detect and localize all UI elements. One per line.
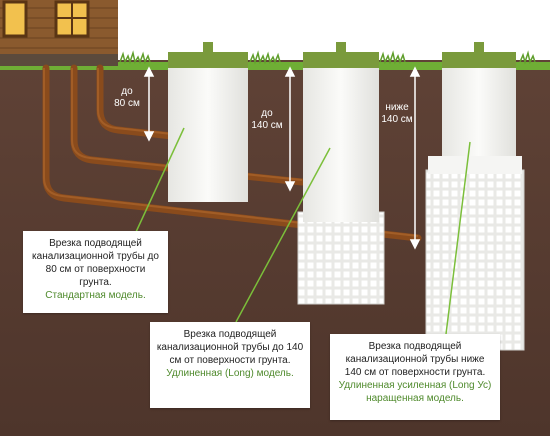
callout-text: Врезка подводящей канализационной трубы … [156, 329, 304, 366]
grass-blades [119, 50, 536, 65]
dimension-label-long: до 140 см [246, 108, 288, 132]
dimension-label-line2: 140 см [381, 114, 413, 125]
callout-leaders [135, 127, 471, 335]
house [0, 0, 118, 66]
tank-long [297, 42, 385, 305]
dimension-label-line1: ниже [385, 102, 409, 113]
dimension-label-line1: до [121, 86, 133, 97]
callout-long-model: Врезка подводящей канализационной трубы … [150, 322, 310, 408]
tank-standard [168, 42, 248, 202]
callout-standard-model: Врезка подводящей канализационной трубы … [23, 231, 168, 313]
dimension-label-standard: до 80 см [110, 86, 144, 110]
dimension-label-long-reinforced: ниже 140 см [378, 102, 416, 126]
tank-standard-cap [168, 52, 248, 68]
callout-long-reinforced-model: Врезка подводящей канализационной трубы … [330, 334, 500, 420]
tank-long-reinforced [425, 42, 525, 351]
dimension-label-line2: 140 см [251, 120, 283, 131]
grass-strip [0, 62, 550, 70]
dimension-label-line2: 80 см [114, 98, 140, 109]
tank-long-reinforced-cap [442, 52, 516, 68]
callout-text: Врезка подводящей канализационной трубы … [32, 238, 159, 288]
house-window-left [2, 0, 28, 38]
callout-model-name: Удлиненная усиленная (Long Ус) наращенна… [338, 380, 492, 404]
callout-model-name: Удлиненная (Long) модель. [166, 368, 294, 379]
tank-long-cap [303, 52, 379, 68]
callout-text: Врезка подводящей канализационной трубы … [344, 341, 486, 378]
dimension-label-line1: до [261, 108, 273, 119]
dimension-arrows [143, 66, 421, 250]
callout-model-name: Стандартная модель. [45, 290, 146, 301]
